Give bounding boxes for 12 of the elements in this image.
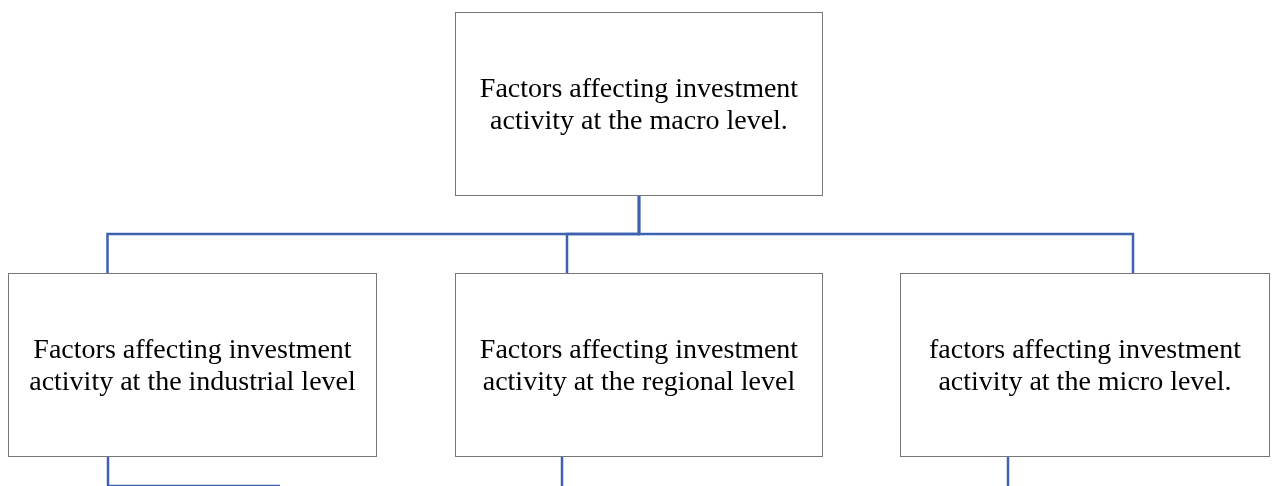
text-box bbox=[8, 273, 377, 457]
box-text: Factors affecting investment activity at the regional level bbox=[478, 333, 800, 397]
text-box bbox=[455, 273, 823, 457]
text-box bbox=[455, 12, 823, 196]
connector-line bbox=[560, 457, 564, 486]
connector-line bbox=[637, 196, 1135, 273]
box-text: Factors affecting investment activity at the industrial level bbox=[28, 333, 357, 397]
connector-line bbox=[106, 457, 280, 486]
box-text: Factors affecting investment activity at the macro level. bbox=[478, 72, 800, 136]
text-box bbox=[900, 273, 1270, 457]
connector-line bbox=[1006, 457, 1010, 486]
box-text: factors affecting investment activity at the micro level. bbox=[927, 333, 1242, 397]
